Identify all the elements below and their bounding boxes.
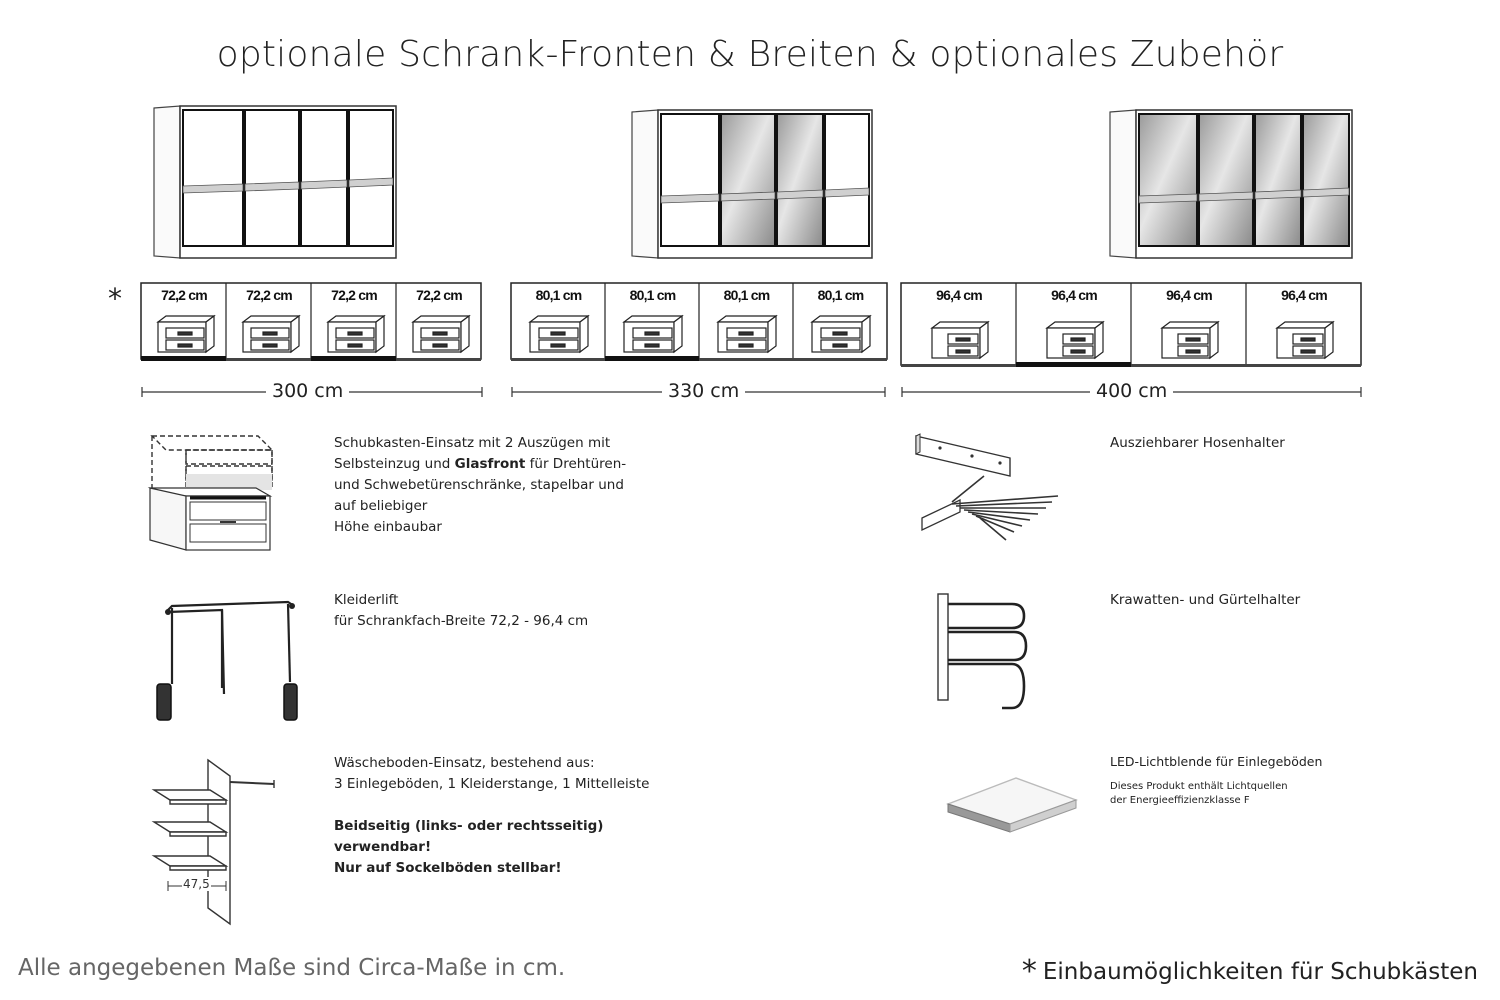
drawer-compartments-400 (900, 282, 1362, 367)
width-label: 72,2 cm (331, 287, 378, 303)
width-label: 80,1 cm (723, 287, 771, 303)
description-line: Kleiderlift (334, 592, 399, 608)
shelf-insert-illustration (151, 758, 275, 926)
description-line: 3 Einlegeböden, 1 Kleiderstange, 1 Mitte… (334, 776, 650, 792)
width-label: 80,1 cm (535, 287, 583, 303)
width-label: 96,4 cm (1051, 287, 1098, 303)
description-line: Schubkasten-Einsatz mit 2 Auszügen mit (334, 435, 611, 451)
shelf-insert-description: Wäscheboden-Einsatz, bestehend aus: 3 Ei… (334, 753, 649, 879)
shelf-depth-dimension: 47,5 (182, 877, 211, 891)
description-bold-line: verwendbar! (334, 839, 432, 855)
drawer-compartments-300 (140, 282, 482, 361)
led-panel-illustration (945, 777, 1079, 833)
trouser-holder-description: Ausziehbarer Hosenhalter (1110, 433, 1285, 454)
description-line: Wäscheboden-Einsatz, bestehend aus: (334, 755, 595, 771)
asterisk-marker: * (108, 282, 122, 315)
page-title: optionale Schrank-Fronten & Breiten & op… (216, 34, 1284, 75)
description-text: Selbsteinzug und (334, 456, 455, 472)
tie-holder-illustration (937, 593, 1028, 710)
drawer-insert-illustration (147, 435, 274, 551)
width-label: 96,4 cm (1281, 287, 1328, 303)
description-line: Krawatten- und Gürtelhalter (1110, 592, 1301, 608)
description-text: für Drehtüren- (525, 456, 627, 472)
width-label: 72,2 cm (246, 287, 293, 303)
description-line: Selbsteinzug und Glasfront für Drehtüren… (334, 454, 626, 475)
width-label: 72,2 cm (416, 287, 463, 303)
wardrobe-330-illustration (631, 109, 873, 259)
drawer-compartments-330 (510, 282, 888, 361)
drawer-insert-description: Schubkasten-Einsatz mit 2 Auszügen mit S… (334, 433, 626, 538)
drawer-footnote: *Einbaumöglichkeiten für Schubkästen (1021, 952, 1478, 989)
dimensions-disclaimer: Alle angegebenen Maße sind Circa-Maße in… (18, 955, 566, 981)
description-line: LED-Lichtblende für Einlegeböden (1110, 754, 1323, 769)
total-width-330: 330 cm (662, 380, 746, 402)
width-label: 80,1 cm (629, 287, 677, 303)
width-label: 72,2 cm (161, 287, 208, 303)
description-line: Ausziehbarer Hosenhalter (1110, 435, 1285, 451)
glasfront-emphasis: Glasfront (454, 456, 526, 472)
total-width-400: 400 cm (1090, 380, 1174, 402)
trouser-holder-illustration (915, 433, 1059, 541)
description-line: und Schwebetürenschränke, stapelbar und (334, 477, 624, 493)
footnote-text: Einbaumöglichkeiten für Schubkästen (1042, 959, 1478, 985)
description-line: auf beliebiger (334, 498, 428, 514)
width-label: 96,4 cm (1166, 287, 1213, 303)
wardrobe-400-illustration (1109, 109, 1353, 259)
energy-note: der Energieeffizienzklasse F (1110, 795, 1250, 806)
footnote-asterisk: * (1021, 954, 1037, 989)
description-line: für Schrankfach-Breite 72,2 - 96,4 cm (334, 613, 589, 629)
width-label: 80,1 cm (817, 287, 865, 303)
energy-note: Dieses Produkt enthält Lichtquellen (1110, 781, 1288, 792)
description-bold-line: Beidseitig (links- oder rechtsseitig) (334, 818, 604, 834)
total-width-300: 300 cm (266, 380, 350, 402)
width-label: 96,4 cm (936, 287, 983, 303)
wardrobe-300-illustration (153, 105, 397, 259)
led-panel-description: LED-Lichtblende für Einlegeböden Dieses … (1110, 751, 1322, 808)
clothes-lift-description: Kleiderlift für Schrankfach-Breite 72,2 … (334, 590, 588, 632)
dimension-lines (141, 387, 1362, 397)
clothes-lift-illustration (156, 600, 298, 721)
description-line: Höhe einbaubar (334, 519, 442, 535)
tie-holder-description: Krawatten- und Gürtelhalter (1110, 590, 1300, 611)
description-bold-line: Nur auf Sockelböden stellbar! (334, 860, 562, 876)
